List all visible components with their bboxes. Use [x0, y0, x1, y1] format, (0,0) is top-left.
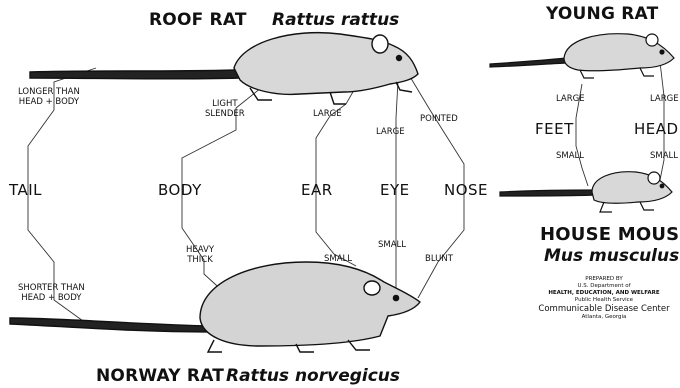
roof-rat-scientific-name: Rattus rattus	[272, 12, 399, 29]
credit-location: Atlanta, Georgia	[536, 314, 672, 321]
trait-nose-pointed: POINTED	[420, 115, 458, 125]
category-feet: FEET	[535, 122, 574, 137]
trait-head-small: SMALL	[650, 152, 678, 162]
norway-rat-body	[200, 262, 420, 346]
norway-rat-ear	[364, 281, 380, 295]
trait-head-large: LARGE	[650, 95, 679, 105]
trait-tail-short: SHORTER THAN HEAD + BODY	[18, 284, 85, 304]
house-mouse-scientific-name: Mus musculus	[544, 248, 679, 265]
norway-rat-illustration	[10, 262, 420, 352]
trait-feet-large: LARGE	[556, 95, 585, 105]
norway-rat-eye	[393, 295, 398, 300]
trait-ear-small: SMALL	[324, 255, 352, 265]
house-mouse-illustration	[500, 172, 672, 212]
credit-block: PREPARED BY U.S. Department of HEALTH, E…	[536, 276, 672, 321]
trait-body-light: LIGHT SLENDER	[205, 100, 245, 120]
roof-rat-title: ROOF RAT	[149, 12, 247, 29]
norway-rat-scientific-name: Rattus norvegicus	[226, 368, 400, 385]
credit-service: Public Health Service	[536, 297, 672, 304]
trait-ear-large: LARGE	[313, 110, 342, 120]
norway-rat-title: NORWAY RAT	[96, 368, 224, 385]
trait-nose-blunt: BLUNT	[425, 255, 453, 265]
roof-rat-body	[234, 33, 418, 95]
roof-rat-eye	[397, 56, 402, 61]
trait-feet-small: SMALL	[556, 152, 584, 162]
young-rat-title: YOUNG RAT	[546, 6, 658, 23]
category-body: BODY	[158, 183, 202, 198]
credit-prepared-by: PREPARED BY	[536, 276, 672, 283]
credit-center: Communicable Disease Center	[536, 304, 672, 315]
category-tail: TAIL	[9, 183, 42, 198]
category-head: HEAD	[634, 122, 679, 137]
trait-body-heavy: HEAVY THICK	[186, 246, 214, 266]
category-eye: EYE	[380, 183, 410, 198]
norway-rat-tail	[10, 318, 212, 332]
young-rat-illustration	[490, 34, 674, 78]
category-nose: NOSE	[444, 183, 488, 198]
trait-eye-small: SMALL	[378, 241, 406, 251]
credit-hew: HEALTH, EDUCATION, AND WELFARE	[536, 290, 672, 297]
roof-rat-illustration	[30, 33, 418, 104]
trait-tail-long: LONGER THAN HEAD + BODY	[18, 88, 80, 108]
house-mouse-title: HOUSE MOUSE	[540, 226, 680, 244]
roof-rat-tail	[30, 70, 240, 79]
trait-eye-large: LARGE	[376, 128, 405, 138]
category-ear: EAR	[301, 183, 333, 198]
credit-dept: U.S. Department of	[536, 283, 672, 290]
roof-rat-ear	[372, 35, 388, 53]
